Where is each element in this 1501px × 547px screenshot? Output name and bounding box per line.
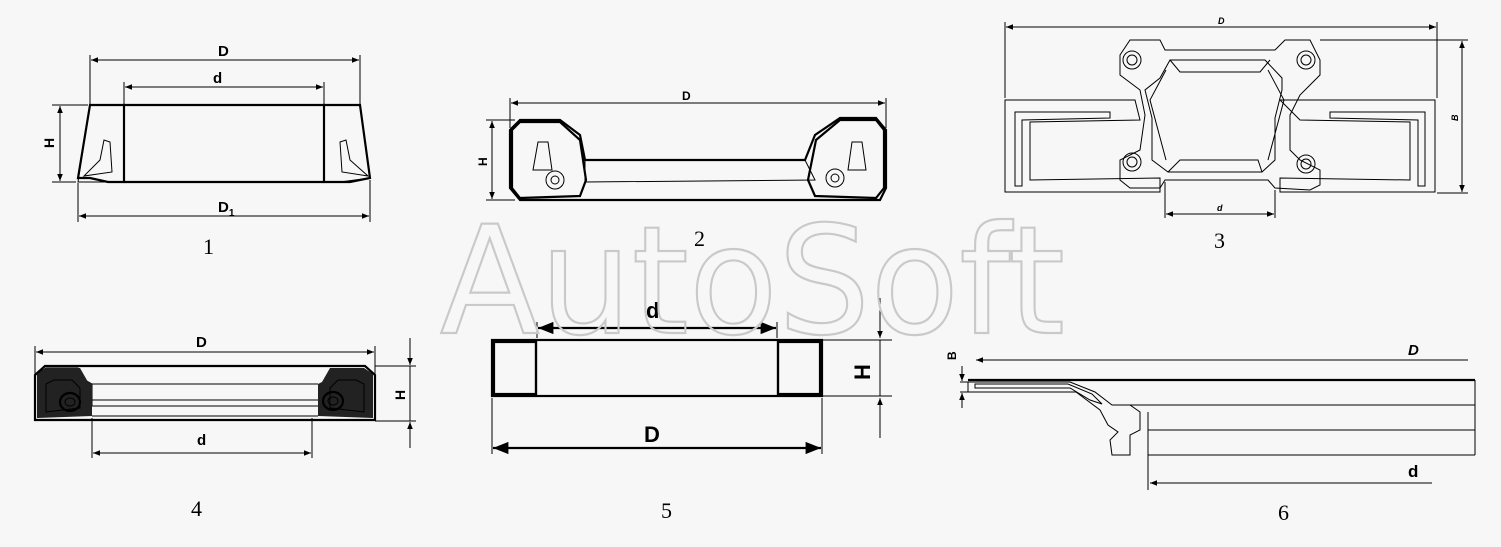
fig3-caption: 3 bbox=[1214, 228, 1225, 253]
fig5-label-H: H bbox=[850, 364, 875, 380]
fig5-label-D: D bbox=[644, 422, 660, 447]
fig4-label-H: H bbox=[392, 390, 408, 400]
fig1-label-D: D bbox=[218, 43, 229, 60]
fig6-caption: 6 bbox=[1278, 500, 1289, 525]
figure-5: d D H 5 bbox=[490, 298, 892, 523]
fig1-caption: 1 bbox=[203, 234, 214, 259]
figure-3: D B d 3 bbox=[1004, 16, 1468, 253]
fig2-label-H: H bbox=[476, 157, 490, 166]
fig4-label-D: D bbox=[196, 334, 207, 351]
figure-6: D d B 6 bbox=[945, 342, 1476, 525]
fig2-label-D: D bbox=[682, 89, 691, 103]
fig1-label-d: d bbox=[213, 70, 222, 87]
fig3-label-B: B bbox=[1450, 114, 1460, 121]
fig3-label-d: d bbox=[1217, 203, 1223, 213]
figure-2: D H 2 bbox=[476, 89, 888, 251]
fig6-label-D: D bbox=[1408, 342, 1419, 359]
fig5-caption: 5 bbox=[661, 498, 672, 523]
fig2-caption: 2 bbox=[694, 226, 705, 251]
fig1-label-D1: D1 bbox=[218, 199, 235, 219]
fig6-label-d: d bbox=[1408, 462, 1418, 481]
fig1-label-D1-main: D bbox=[218, 199, 229, 216]
fig6-label-B: B bbox=[945, 351, 959, 360]
fig3-label-D: D bbox=[1218, 16, 1225, 26]
figure-4: D d H 4 bbox=[33, 334, 416, 521]
fig4-label-d: d bbox=[197, 432, 206, 449]
fig4-caption: 4 bbox=[191, 496, 202, 521]
watermark: AutoSoft bbox=[440, 195, 1065, 369]
fig5-label-d: d bbox=[646, 298, 659, 323]
fig1-label-D1-sub: 1 bbox=[229, 208, 235, 219]
fig1-label-H: H bbox=[41, 138, 57, 148]
figure-1: D d H D1 1 bbox=[41, 43, 372, 259]
